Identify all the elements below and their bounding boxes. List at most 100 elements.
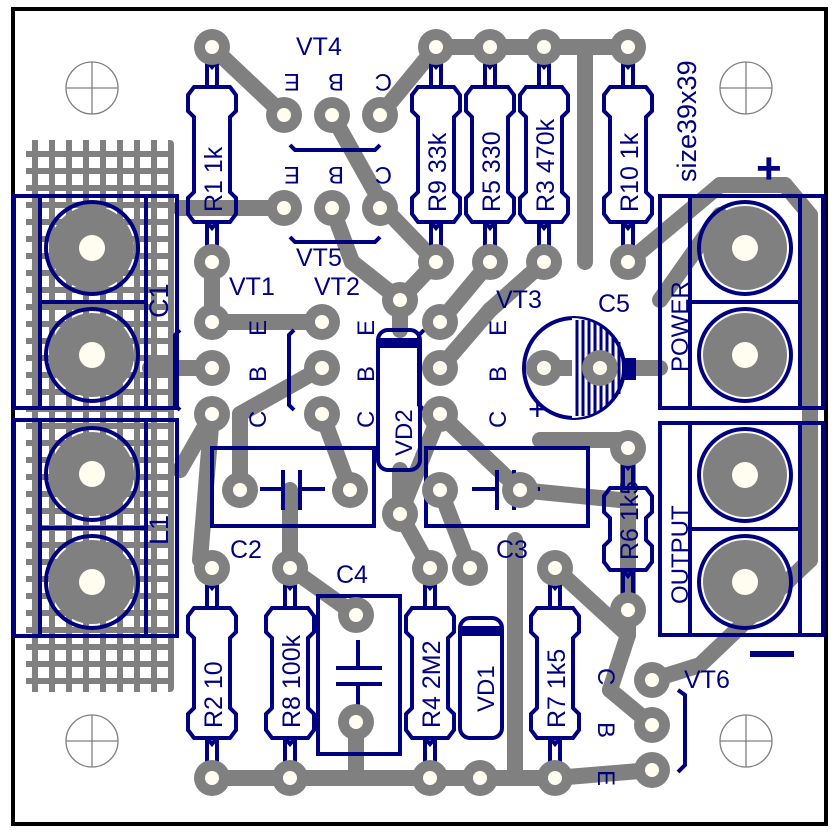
- label-vt3: VT3: [496, 286, 542, 314]
- pad: [272, 550, 308, 586]
- pad: [194, 29, 230, 65]
- label-c3: C3: [496, 536, 528, 564]
- label-vt5: VT5: [296, 244, 342, 272]
- pad: [526, 350, 562, 386]
- label-c4: C4: [336, 561, 368, 589]
- c5-plus-sign: +: [528, 391, 547, 427]
- pad: [304, 396, 340, 432]
- vt3-pin-e: E: [485, 320, 512, 336]
- output-connector: OUTPUT: [658, 421, 825, 657]
- pad: [412, 760, 448, 796]
- pad: [418, 29, 454, 65]
- crosshair-circle-icon: [65, 714, 119, 768]
- pad: [362, 190, 398, 226]
- pad: [610, 430, 646, 466]
- pad: [338, 597, 374, 633]
- vt2-pin-e: E: [353, 320, 380, 336]
- pad: [537, 760, 573, 796]
- pad: [418, 244, 454, 280]
- component-pads: [194, 29, 670, 796]
- pad: [314, 190, 350, 226]
- crosshair-circle-icon: [65, 61, 119, 115]
- pad: [610, 592, 646, 628]
- pad: [634, 707, 670, 743]
- pad: [332, 472, 368, 508]
- pad: [537, 550, 573, 586]
- pad: [634, 752, 670, 788]
- resistor-r7: R7 1k5: [529, 580, 581, 764]
- vt5-pin-b: B: [328, 161, 344, 188]
- pad: [472, 244, 508, 280]
- vt1: VT1 E B C: [173, 273, 275, 428]
- pad: [502, 472, 538, 508]
- pad: [194, 396, 230, 432]
- resistor-r8: R8 100k: [264, 580, 316, 764]
- label-output: OUTPUT: [667, 505, 694, 604]
- vt5: E B C VT5: [284, 161, 392, 272]
- label-r7: R7 1k5: [543, 649, 571, 728]
- vt4-pin-c: C: [375, 68, 392, 95]
- vt6-pin-e: E: [592, 770, 619, 786]
- pad: [526, 244, 562, 280]
- crosshair-circle-icon: [719, 61, 773, 115]
- label-r2: R2 10: [200, 661, 228, 728]
- label-power: POWER: [667, 281, 694, 372]
- resistor-r2: R2 10: [186, 580, 238, 764]
- vt3-pin-c: C: [485, 411, 512, 428]
- pad: [304, 304, 340, 340]
- label-vt2: VT2: [314, 273, 360, 301]
- pad: [422, 472, 458, 508]
- pad: [610, 29, 646, 65]
- pad: [194, 760, 230, 796]
- label-r10: R10 1k: [616, 132, 644, 212]
- pad: [422, 396, 458, 432]
- pad: [194, 304, 230, 340]
- label-vd2: VD2: [391, 409, 418, 456]
- mount-hole-top-left: [65, 61, 119, 115]
- resistor-r6: R6 1k5: [602, 460, 654, 596]
- resistor-r9: R9 33k: [410, 59, 462, 248]
- vd1: VD1: [458, 616, 504, 740]
- label-vt1: VT1: [229, 273, 275, 301]
- label-c2: C2: [230, 536, 262, 564]
- pad: [634, 662, 670, 698]
- pad: [382, 282, 418, 318]
- output-minus-sign: [750, 651, 794, 657]
- vt2-pin-c: C: [353, 411, 380, 428]
- pad: [266, 190, 302, 226]
- vt4-pin-e: E: [284, 68, 300, 95]
- pad: [338, 704, 374, 740]
- c5: C5 +: [522, 290, 636, 427]
- pad: [194, 244, 230, 280]
- vt1-pin-e: E: [245, 320, 272, 336]
- label-r9: R9 33k: [424, 132, 452, 212]
- vt4: VT4 E B C: [284, 33, 392, 152]
- l1-footprint: L1: [12, 418, 179, 638]
- label-vd1: VD1: [473, 665, 500, 712]
- pad: [582, 350, 618, 386]
- mount-hole-bottom-left: [65, 714, 119, 768]
- resistor-r5: R5 330: [464, 59, 516, 248]
- vt1-pin-b: B: [245, 366, 272, 382]
- pad: [362, 97, 398, 133]
- pad: [462, 760, 498, 796]
- resistor-r3: R3 470k: [518, 59, 570, 248]
- label-r1: R1 1k: [200, 146, 228, 212]
- pad: [266, 97, 302, 133]
- vt5-pin-c: C: [375, 161, 392, 188]
- vt6-pin-b: B: [592, 722, 619, 738]
- pad: [304, 350, 340, 386]
- vt3-pin-b: B: [485, 366, 512, 382]
- label-r5: R5 330: [478, 131, 506, 212]
- power-plus-sign: +: [756, 144, 782, 193]
- crosshair-circle-icon: [719, 714, 773, 768]
- pad: [452, 550, 488, 586]
- pad: [314, 97, 350, 133]
- label-c5: C5: [598, 290, 630, 318]
- pad: [272, 760, 308, 796]
- label-r8: R8 100k: [278, 634, 306, 728]
- mount-hole-bottom-right: [719, 714, 773, 768]
- label-l1: L1: [144, 515, 174, 545]
- pad: [472, 29, 508, 65]
